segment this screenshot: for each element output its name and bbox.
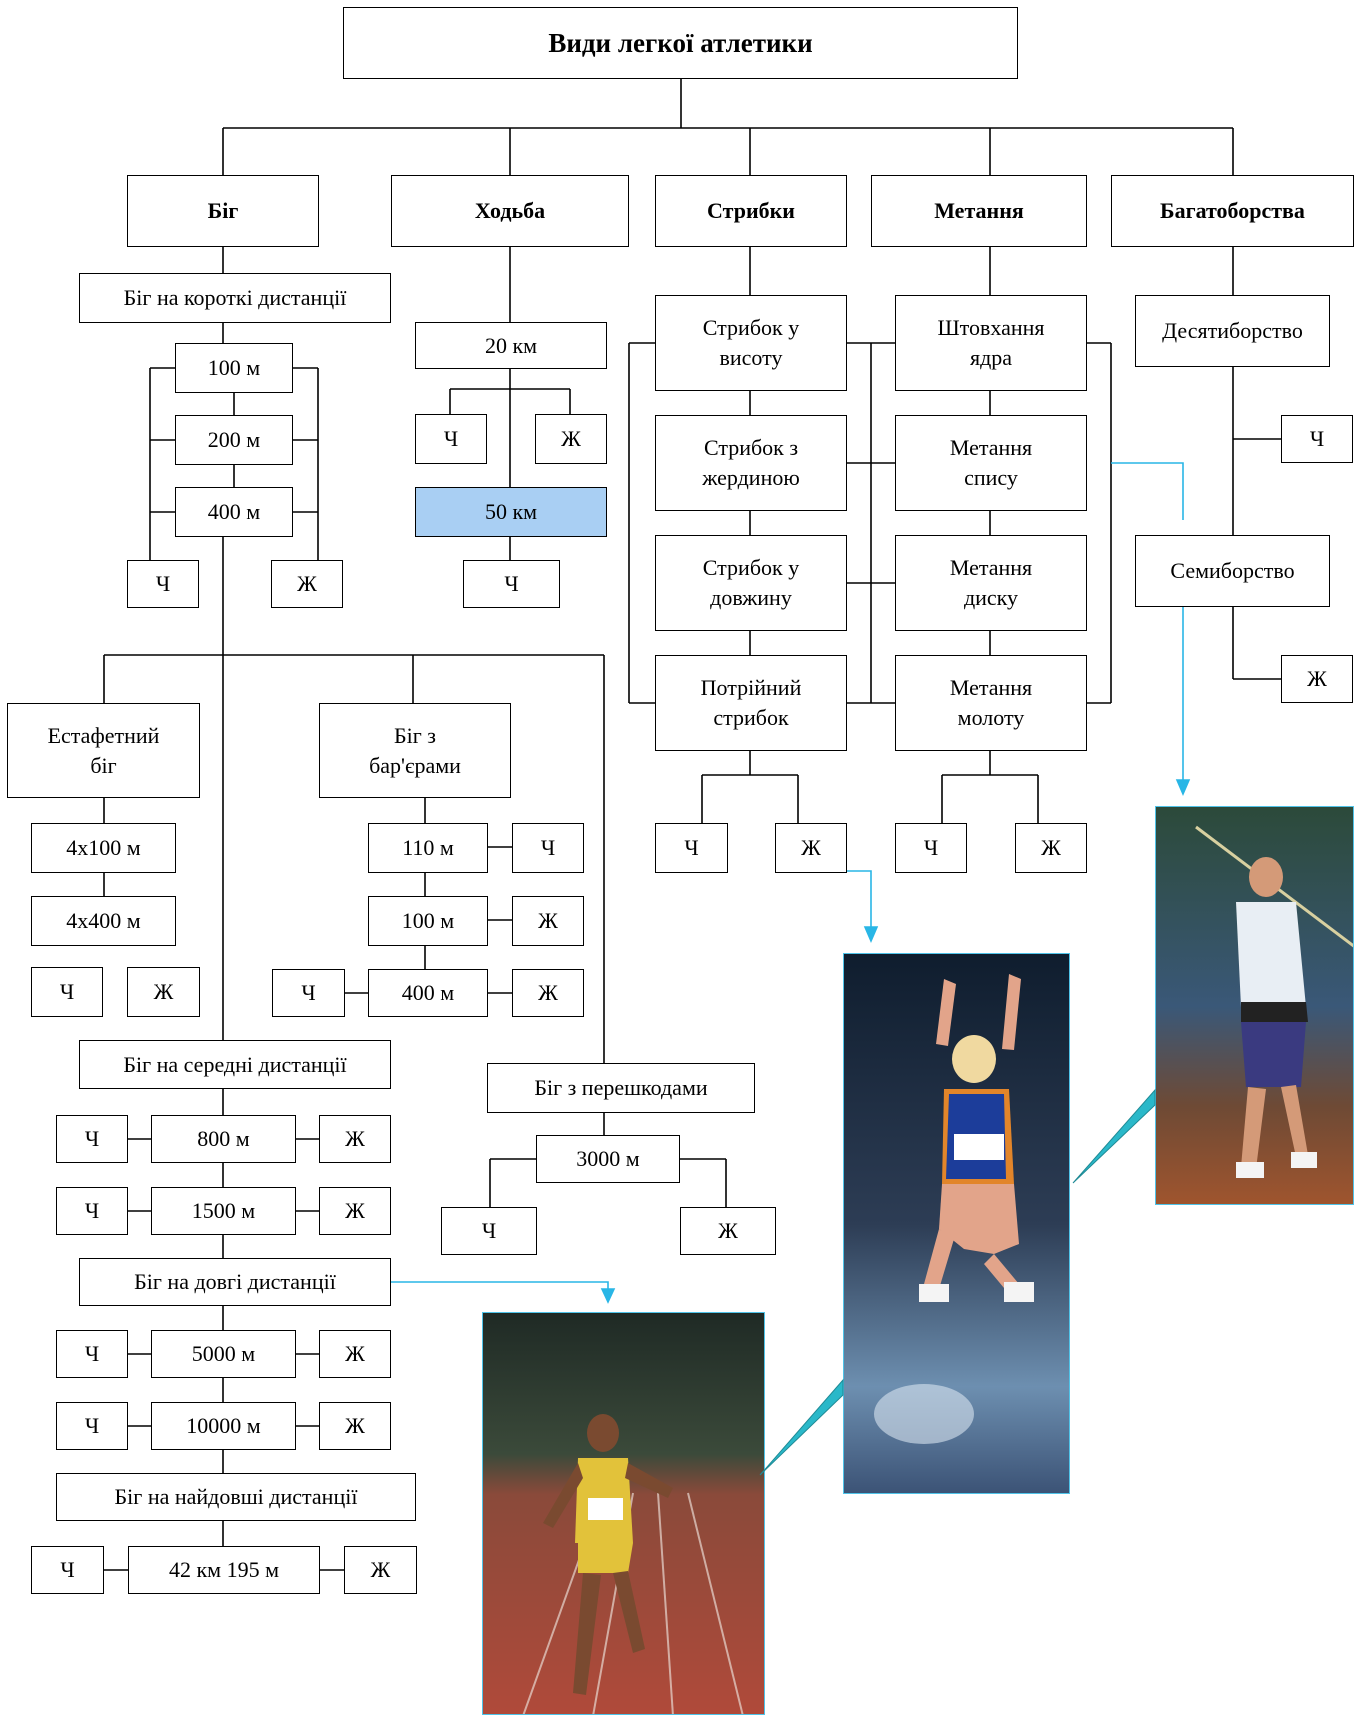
walk-20km: 20 км	[415, 322, 607, 369]
steeple-label: Біг з перешкодами	[487, 1063, 755, 1113]
jumps-men: Ч	[655, 823, 728, 873]
short-women: Ж	[271, 560, 343, 608]
hurdles-110m: 110 м	[368, 823, 488, 873]
middle-800m-women: Ж	[319, 1115, 391, 1163]
hurdles-100m-women: Ж	[512, 896, 584, 946]
diagram-title: Види легкої атлетики	[343, 7, 1018, 79]
throw-discus: Метання диску	[895, 535, 1087, 631]
hurdles-400m: 400 м	[368, 969, 488, 1017]
short-100m: 100 м	[175, 343, 293, 393]
long-10000m-men: Ч	[56, 1402, 128, 1450]
long-distance-label: Біг на довгі дистанції	[79, 1258, 391, 1306]
throw-hammer: Метання молоту	[895, 655, 1087, 751]
throw-javelin: Метання спису	[895, 415, 1087, 511]
long-5000m-men: Ч	[56, 1330, 128, 1378]
short-men: Ч	[127, 560, 199, 608]
relay-men: Ч	[31, 967, 103, 1017]
middle-1500m-women: Ж	[319, 1187, 391, 1235]
relay-label: Естафетний біг	[7, 703, 200, 798]
marathon-men: Ч	[31, 1546, 104, 1594]
marathon-distance: 42 км 195 м	[128, 1546, 320, 1594]
long-10000m: 10000 м	[151, 1402, 296, 1450]
jumps-women: Ж	[775, 823, 847, 873]
long-5000m-women: Ж	[319, 1330, 391, 1378]
steeple-men: Ч	[441, 1207, 537, 1255]
hurdles-label: Біг з бар'єрами	[319, 703, 511, 798]
throws-women: Ж	[1015, 823, 1087, 873]
category-throws: Метання	[871, 175, 1087, 247]
jumper-photo	[843, 953, 1070, 1494]
hurdles-400m-women: Ж	[512, 969, 584, 1017]
long-5000m: 5000 м	[151, 1330, 296, 1378]
category-multi: Багатоборства	[1111, 175, 1354, 247]
middle-distance-label: Біг на середні дистанції	[79, 1040, 391, 1089]
short-400m: 400 м	[175, 487, 293, 537]
short-distance-label: Біг на короткі дистанції	[79, 273, 391, 323]
steeple-3000m: 3000 м	[536, 1135, 680, 1183]
heptathlon-women: Ж	[1281, 655, 1353, 703]
middle-1500m: 1500 м	[151, 1187, 296, 1235]
category-jumps: Стрибки	[655, 175, 847, 247]
throws-men: Ч	[895, 823, 967, 873]
javelin-photo	[1155, 806, 1354, 1205]
category-run: Біг	[127, 175, 319, 247]
hurdles-100m: 100 м	[368, 896, 488, 946]
middle-1500m-men: Ч	[56, 1187, 128, 1235]
marathon-label: Біг на найдовші дистанції	[56, 1473, 416, 1521]
middle-800m-men: Ч	[56, 1115, 128, 1163]
jump-pole-vault: Стрибок з жердиною	[655, 415, 847, 511]
hurdles-110m-men: Ч	[512, 823, 584, 873]
long-10000m-women: Ж	[319, 1402, 391, 1450]
walk-50km-men: Ч	[463, 560, 560, 608]
relay-women: Ж	[127, 967, 200, 1017]
walk-20km-men: Ч	[415, 414, 487, 464]
hurdles-400m-men: Ч	[272, 969, 345, 1017]
heptathlon: Семиборство	[1135, 535, 1330, 607]
relay-4x400: 4х400 м	[31, 896, 176, 946]
throw-shot-put: Штовхання ядра	[895, 295, 1087, 391]
jump-high: Стрибок у висоту	[655, 295, 847, 391]
jump-triple: Потрійний стрибок	[655, 655, 847, 751]
jump-long: Стрибок у довжину	[655, 535, 847, 631]
category-walk: Ходьба	[391, 175, 629, 247]
decathlon: Десятиборство	[1135, 295, 1330, 367]
steeple-women: Ж	[680, 1207, 776, 1255]
relay-4x100: 4х100 м	[31, 823, 176, 873]
walk-20km-women: Ж	[535, 414, 607, 464]
decathlon-men: Ч	[1281, 415, 1353, 463]
middle-800m: 800 м	[151, 1115, 296, 1163]
marathon-women: Ж	[344, 1546, 417, 1594]
walk-50km: 50 км	[415, 487, 607, 537]
short-200m: 200 м	[175, 415, 293, 465]
runner-photo	[482, 1312, 765, 1715]
